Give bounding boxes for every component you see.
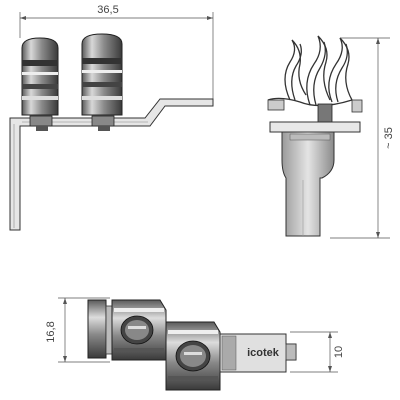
top-clip-right: [165, 321, 221, 391]
connector-height-dimension-label: 10: [333, 346, 345, 358]
top-view: 16,8 10: [45, 297, 345, 391]
top-clip-left: [111, 299, 167, 361]
height-dimension-label: ~ 35: [383, 127, 395, 149]
contact-clip-left: [21, 37, 59, 131]
side-view: ~ 35: [267, 35, 395, 239]
depth-dimension-label: 16,8: [45, 321, 57, 342]
front-view: 36,5: [9, 4, 214, 231]
contact-clip-right: [81, 33, 123, 131]
spring-contacts: [267, 35, 353, 107]
width-dimension-label: 36,5: [97, 4, 118, 16]
brand-logo-text: icotek: [247, 347, 280, 359]
